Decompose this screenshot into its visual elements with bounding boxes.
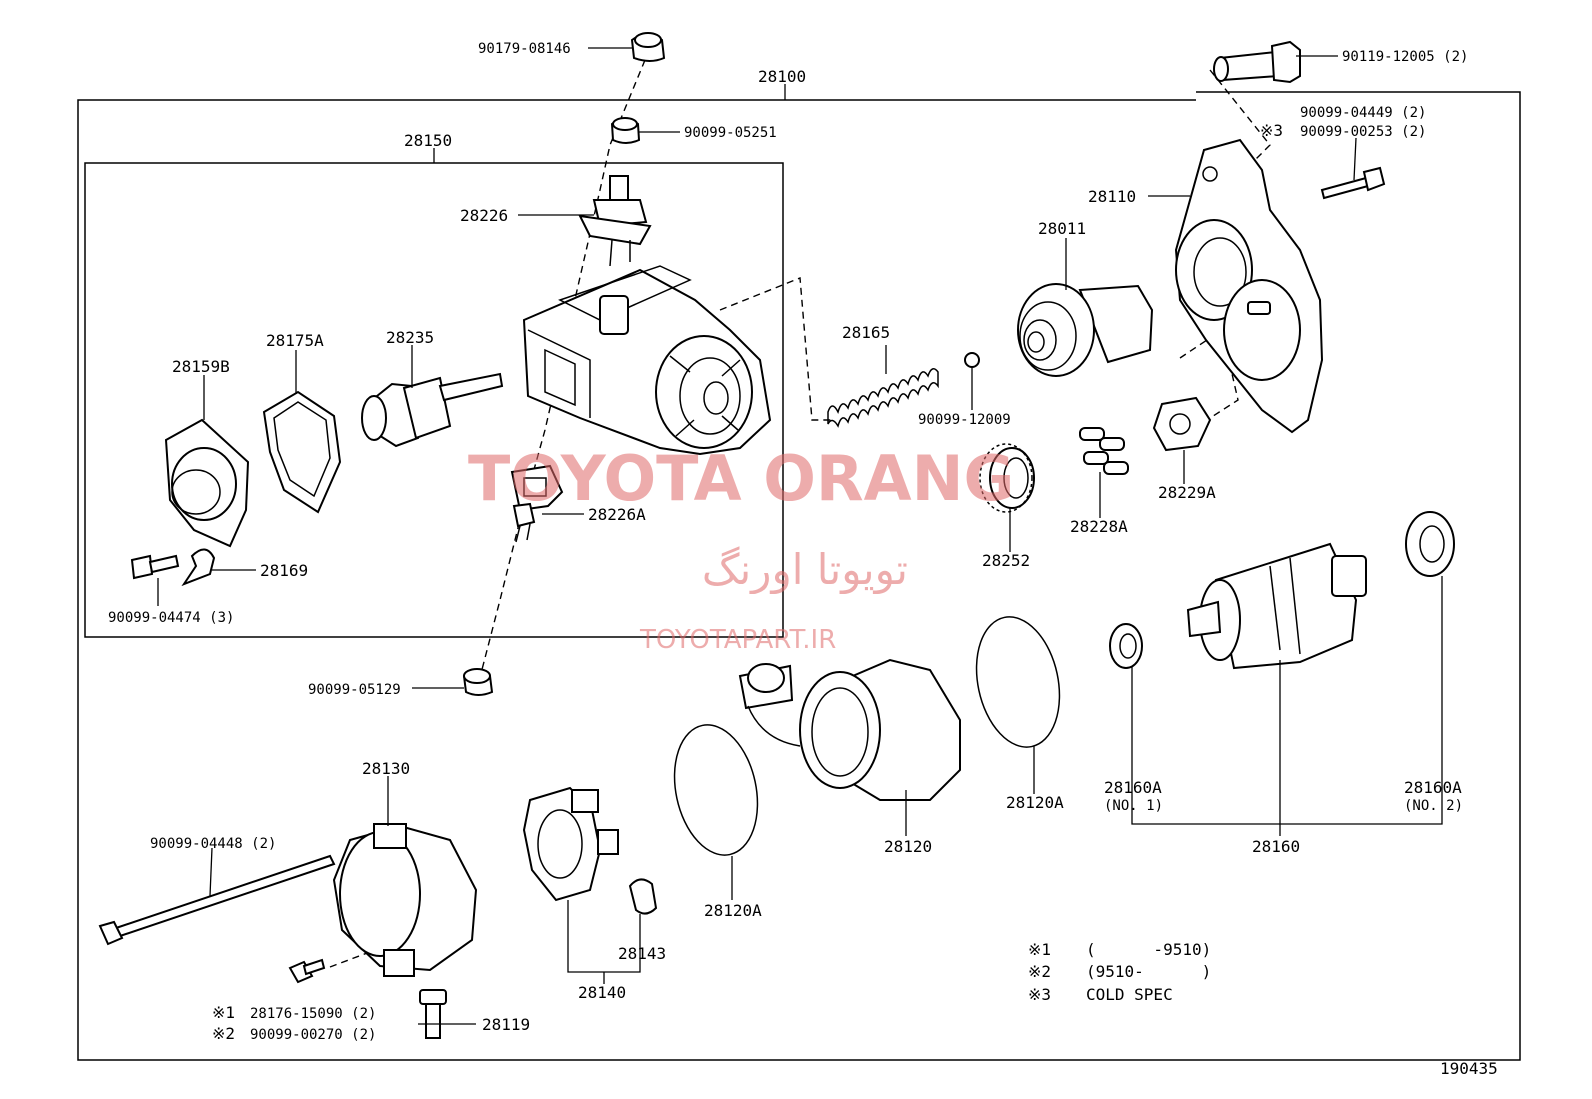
terminal-28226A[interactable] xyxy=(510,464,564,543)
alignment-line-brush xyxy=(329,946,384,968)
label-90099-04449: 90099-04449 (2) xyxy=(1300,105,1426,121)
end-frame-28130[interactable] xyxy=(332,823,478,977)
alignment-line-terminal xyxy=(477,59,646,686)
cover-28159B[interactable] xyxy=(164,418,250,548)
spring-28165[interactable] xyxy=(827,368,939,428)
o-ring-28120A-right[interactable] xyxy=(965,609,1071,755)
label-28143: 28143 xyxy=(618,944,666,963)
label-28229A: 28229A xyxy=(1158,483,1216,502)
through-bolt-90099-04448[interactable] xyxy=(98,854,336,946)
ball-90099-12009[interactable] xyxy=(964,352,980,368)
label-90099-00270: 90099-00270 (2) xyxy=(250,1027,376,1043)
idler-gear-28252[interactable] xyxy=(979,443,1035,513)
label-28119: 28119 xyxy=(482,1015,530,1034)
label-90099-05129: 90099-05129 xyxy=(308,682,401,698)
magnetic-switch-housing-28150[interactable] xyxy=(522,265,772,456)
label-28176-15090: 28176-15090 (2) xyxy=(250,1006,376,1022)
label-90179-08146: 90179-08146 xyxy=(478,41,571,57)
armature-28160[interactable] xyxy=(1186,542,1367,670)
drawing-number: 190435 xyxy=(1440,1059,1498,1078)
mark-3-housing: ※3 xyxy=(1260,121,1283,140)
rollers-28228A[interactable] xyxy=(1079,427,1129,475)
legend-text-1: ( -9510) xyxy=(1086,940,1211,959)
bearing-28160A-no1[interactable] xyxy=(1109,623,1143,669)
o-ring-28120A-left[interactable] xyxy=(663,717,769,863)
watermark: TOYOTA ORANG تویوتا اورنگ TOYOTAPART.IR xyxy=(468,442,1014,655)
bolt-28119[interactable] xyxy=(419,989,447,1039)
label-28226A: 28226A xyxy=(588,505,646,524)
label-90099-12009: 90099-12009 xyxy=(918,412,1011,428)
label-28140: 28140 xyxy=(578,983,626,1002)
label-28011: 28011 xyxy=(1038,219,1086,238)
label-28120: 28120 xyxy=(884,837,932,856)
label-90099-05251: 90099-05251 xyxy=(684,125,777,141)
mark-1-screw: ※1 xyxy=(212,1003,235,1022)
label-28120A-left: 28120A xyxy=(704,901,762,920)
alignment-line-housing xyxy=(1209,69,1271,166)
label-28175A: 28175A xyxy=(266,331,324,350)
plunger-28235[interactable] xyxy=(361,372,504,448)
gasket-28175A[interactable] xyxy=(262,390,342,514)
nut-90099-05251[interactable] xyxy=(610,117,641,144)
label-28160: 28160 xyxy=(1252,837,1300,856)
alignment-line-spring xyxy=(719,276,835,421)
main-assembly-frame xyxy=(77,91,1521,1061)
drive-housing-28110[interactable] xyxy=(1174,138,1324,434)
mark-2-screw: ※2 xyxy=(212,1024,235,1043)
retainer-28229A[interactable] xyxy=(1152,396,1212,452)
label-28120A-right: 28120A xyxy=(1006,793,1064,812)
legend-mark-2: ※2 xyxy=(1028,962,1051,981)
label-28150: 28150 xyxy=(404,131,452,150)
label-28100: 28100 xyxy=(758,67,806,86)
screw-28176-15090[interactable] xyxy=(288,958,326,984)
terminal-28226[interactable] xyxy=(578,175,652,267)
clip-28169[interactable] xyxy=(181,548,216,587)
label-28228A: 28228A xyxy=(1070,517,1128,536)
label-28235: 28235 xyxy=(386,328,434,347)
nut-90179-08146[interactable] xyxy=(630,32,666,62)
legend-text-3: COLD SPEC xyxy=(1086,985,1173,1004)
label-28226: 28226 xyxy=(460,206,508,225)
label-28160A-no2-note: (NO. 2) xyxy=(1404,798,1463,814)
label-28159B: 28159B xyxy=(172,357,230,376)
watermark-url: TOYOTAPART.IR xyxy=(639,625,836,655)
legend: ※1 ( -9510) ※2 (9510- ) ※3 COLD SPEC xyxy=(1028,940,1211,1004)
bolt-90119-12005[interactable] xyxy=(1213,40,1301,84)
label-90119-12005: 90119-12005 (2) xyxy=(1342,49,1468,65)
label-90099-04448: 90099-04448 (2) xyxy=(150,836,276,852)
bearing-28160A-no2[interactable] xyxy=(1405,511,1455,577)
nut-90099-05129[interactable] xyxy=(462,668,494,696)
brush-holder-28140[interactable] xyxy=(522,786,619,902)
label-28160A-no1: 28160A xyxy=(1104,778,1162,797)
yoke-28120[interactable] xyxy=(738,658,961,801)
screw-90099-04474[interactable] xyxy=(130,554,180,580)
label-28252: 28252 xyxy=(982,551,1030,570)
label-28160A-no2: 28160A xyxy=(1404,778,1462,797)
screw-90099-00253[interactable] xyxy=(1320,166,1386,200)
label-28160A-no1-note: (NO. 1) xyxy=(1104,798,1163,814)
label-28110: 28110 xyxy=(1088,187,1136,206)
legend-mark-1: ※1 xyxy=(1028,940,1051,959)
label-90099-00253: 90099-00253 (2) xyxy=(1300,124,1426,140)
label-28130: 28130 xyxy=(362,759,410,778)
label-28165: 28165 xyxy=(842,323,890,342)
label-90099-04474: 90099-04474 (3) xyxy=(108,610,234,626)
label-28169: 28169 xyxy=(260,561,308,580)
watermark-latin: TOYOTA ORANG xyxy=(468,442,1014,515)
watermark-persian: تویوتا اورنگ xyxy=(702,545,908,594)
spring-28143[interactable] xyxy=(628,878,658,915)
legend-text-2: (9510- ) xyxy=(1086,962,1211,981)
legend-mark-3: ※3 xyxy=(1028,985,1051,1004)
clutch-28011[interactable] xyxy=(1017,283,1154,377)
